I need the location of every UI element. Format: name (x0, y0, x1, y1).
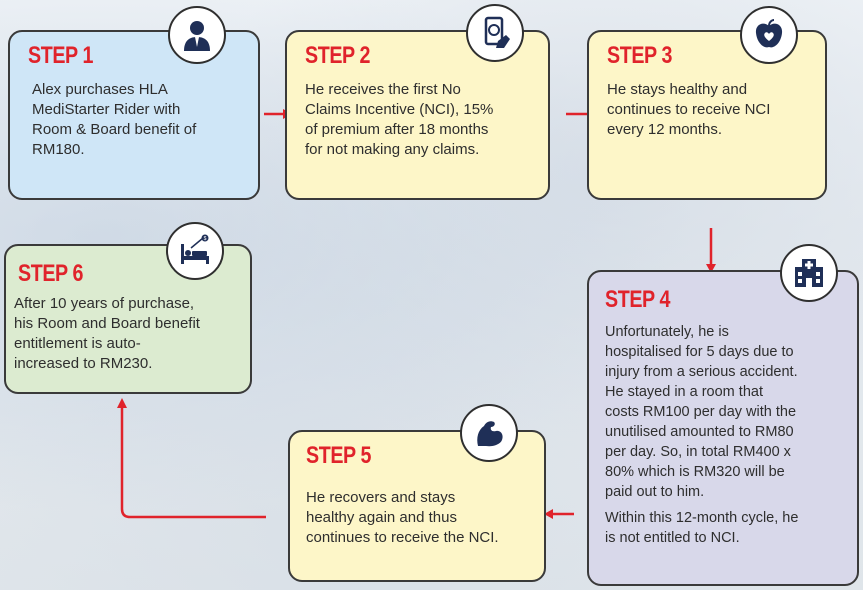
arrow-step5-to-step6 (120, 406, 266, 519)
step5-text: He recovers and stays healthy again and … (306, 488, 499, 548)
hospital-bed-icon: $ (166, 222, 224, 280)
step4-line: He stayed in a room that (605, 384, 763, 400)
step4-line: Within this 12-month cycle, he (605, 510, 799, 526)
step4-line: hospitalised for 5 days due to (605, 344, 794, 360)
step1-line: Alex purchases HLA (32, 81, 168, 98)
step4-line: costs RM100 per day with the (605, 404, 797, 420)
step3-line: every 12 months. (607, 121, 723, 138)
step6-line: his Room and Board benefit (14, 315, 200, 332)
step4-line: injury from a serious accident. (605, 364, 798, 380)
step5-line: healthy again and thus (306, 509, 457, 526)
step4-line: Unfortunately, he is (605, 324, 729, 340)
step2-text: He receives the first No Claims Incentiv… (305, 80, 493, 160)
step4-line: paid out to him. (605, 484, 705, 500)
step3-line: He stays healthy and (607, 81, 748, 98)
step1-title: STEP 1 (28, 42, 93, 69)
step2-line: of premium after 18 months (305, 121, 489, 138)
step5-title: STEP 5 (306, 442, 371, 469)
step4-line: unutilised amounted to RM80 (605, 424, 794, 440)
step6-title: STEP 6 (18, 260, 83, 287)
step5-line: He recovers and stays (306, 489, 456, 506)
step4-line: 80% which is RM320 will be (605, 464, 785, 480)
step4-line: per day. So, in total RM400 x (605, 444, 791, 460)
flexed-arm-icon (460, 404, 518, 462)
step3-text: He stays healthy and continues to receiv… (607, 80, 770, 140)
step4-text: Unfortunately, he is hospitalised for 5 … (605, 322, 857, 548)
step1-card: STEP 1 Alex purchases HLA MediStarter Ri… (8, 30, 260, 200)
step2-line: for not making any claims. (305, 141, 480, 158)
step1-line: MediStarter Rider with (32, 101, 181, 118)
step6-line: After 10 years of purchase, (14, 295, 195, 312)
step3-card: STEP 3 He stays healthy and continues to… (587, 30, 827, 200)
step5-card: STEP 5 He recovers and stays healthy aga… (288, 430, 546, 582)
step3-title: STEP 3 (607, 42, 672, 69)
apple-heart-icon (740, 6, 798, 64)
step2-card: STEP 2 He receives the first No Claims I… (285, 30, 550, 200)
step1-text: Alex purchases HLA MediStarter Rider wit… (32, 80, 196, 160)
step2-title: STEP 2 (305, 42, 370, 69)
step6-line: entitlement is auto- (14, 335, 141, 352)
step4-card: STEP 4 Unfortunately, he is hospitalised… (587, 270, 859, 586)
hospital-icon (780, 244, 838, 302)
step2-line: He receives the first No (305, 81, 461, 98)
step1-line: RM180. (32, 141, 85, 158)
step1-line: Room & Board benefit of (32, 121, 197, 138)
step4-title: STEP 4 (605, 286, 670, 313)
person-icon (168, 6, 226, 64)
step4-line: is not entitled to NCI. (605, 530, 740, 546)
step2-line: Claims Incentive (NCI), 15% (305, 101, 494, 118)
phone-payment-icon (466, 4, 524, 62)
step3-line: continues to receive NCI (607, 101, 771, 118)
step6-text: After 10 years of purchase, his Room and… (14, 294, 200, 374)
step6-line: increased to RM230. (14, 355, 153, 372)
svg-text:$: $ (204, 236, 207, 242)
step5-line: continues to receive the NCI. (306, 529, 499, 546)
